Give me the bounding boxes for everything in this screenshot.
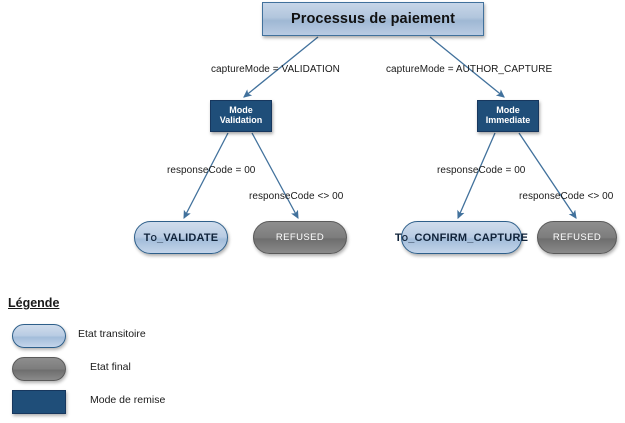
- edge-mode-immediate-to-refused: [518, 132, 577, 219]
- edge-label-capture-mode-validation: captureMode = VALIDATION: [211, 64, 340, 75]
- legend-item-transient: Etat transitoire: [8, 324, 218, 351]
- node-state-refused-left[interactable]: REFUSED: [253, 221, 347, 254]
- process-root-label: Processus de paiement: [290, 11, 456, 27]
- node-state-refused-left-label: REFUSED: [275, 232, 325, 243]
- edge-label-response-code-ok-left: responseCode = 00: [167, 165, 256, 176]
- node-mode-immediate[interactable]: Mode Immediate: [477, 100, 539, 132]
- legend-item-mode: Mode de remise: [8, 390, 218, 417]
- process-root-box[interactable]: Processus de paiement: [262, 2, 484, 36]
- node-mode-validation-line2: Validation: [219, 115, 263, 125]
- legend-label-transient: Etat transitoire: [78, 328, 146, 340]
- edge-label-response-code-ko-left: responseCode <> 00: [249, 191, 344, 202]
- legend-label-mode: Mode de remise: [90, 394, 166, 406]
- diagram-canvas: Processus de paiement captureMode = VALI…: [8, 2, 617, 414]
- edge-label-response-code-ko-right: responseCode <> 00: [519, 191, 614, 202]
- node-mode-validation-line1: Mode: [229, 105, 253, 116]
- legend: Légende Etat transitoire Etat final Mode…: [8, 296, 218, 423]
- legend-swatch-final-pill: [12, 357, 66, 381]
- edge-label-response-code-ok-right: responseCode = 00: [437, 165, 526, 176]
- node-state-to-confirm-capture-label: To_CONFIRM_CAPTURE: [394, 231, 529, 244]
- node-state-to-confirm-capture[interactable]: To_CONFIRM_CAPTURE: [395, 221, 528, 254]
- node-state-refused-right[interactable]: REFUSED: [537, 221, 617, 254]
- node-mode-validation[interactable]: Mode Validation: [210, 100, 272, 132]
- legend-label-final: Etat final: [90, 361, 131, 373]
- node-state-to-validate[interactable]: To_VALIDATE: [134, 221, 228, 254]
- legend-item-final: Etat final: [8, 357, 218, 384]
- legend-swatch-mode-rect: [12, 390, 66, 414]
- node-state-to-validate-label: To_VALIDATE: [143, 231, 219, 244]
- node-mode-immediate-line2: Immediate: [485, 115, 531, 125]
- node-mode-immediate-line1: Mode: [496, 105, 520, 116]
- legend-title: Légende: [8, 296, 60, 310]
- edge-label-capture-mode-author-capture: captureMode = AUTHOR_CAPTURE: [386, 64, 553, 75]
- legend-swatch-transient-pill: [12, 324, 66, 348]
- edge-mode-validation-to-refused: [251, 132, 299, 220]
- node-state-refused-right-label: REFUSED: [552, 232, 602, 243]
